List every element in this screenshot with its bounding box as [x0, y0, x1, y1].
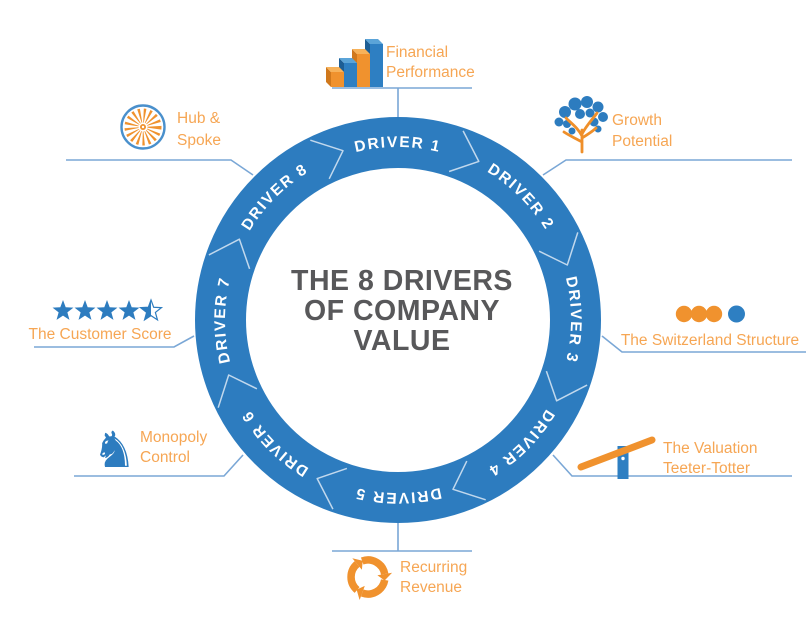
driver-3-leader-line: [601, 335, 806, 353]
separator-chevron: [217, 374, 258, 408]
driver-6-leader-line: [74, 454, 244, 477]
separator-chevron: [448, 130, 480, 173]
driver-1-leader-line: [332, 87, 472, 117]
three-circles-icon: [675, 305, 745, 323]
separator-chevron: [208, 238, 251, 270]
center-title: THE 8 DRIVERS OF COMPANY VALUE: [291, 265, 513, 357]
financial-performance-label: Financial Performance: [386, 44, 475, 81]
recurring-arrows-icon: [347, 556, 393, 600]
separator-chevron: [545, 370, 588, 402]
label-line: Monopoly: [140, 429, 207, 446]
ring-segment-separators: [208, 130, 588, 510]
separator-chevron: [316, 467, 348, 510]
monopoly-control-label: Monopoly Control: [140, 429, 207, 466]
drivers-ring: [195, 117, 601, 523]
driver-3-segment: DRIVER 3: [562, 275, 584, 365]
label-line: Growth: [612, 112, 662, 129]
driver-4-leader-line: [552, 454, 792, 477]
growth-potential-label: Growth Potential: [612, 112, 672, 150]
driver-5-leader-line: [332, 523, 472, 552]
driver-8-leader-line: [66, 159, 254, 176]
driver-5-segment: DRIVER 5: [353, 484, 443, 506]
recurring-revenue-label: Recurring Revenue: [400, 559, 467, 596]
teeter-totter-icon: [577, 436, 656, 479]
title-line-1: THE 8 DRIVERS: [291, 265, 513, 297]
chess-knight-icon: ♞: [92, 421, 137, 479]
label-line: Spoke: [177, 132, 221, 149]
hub-spoke-wheel-icon: [120, 104, 166, 150]
separator-chevron: [452, 460, 486, 501]
hub-spoke-label: Hub & Spoke: [177, 110, 221, 149]
growth-tree-icon: [554, 96, 608, 154]
star-rating-icon: [52, 299, 163, 321]
label-line: Revenue: [400, 579, 462, 596]
driver-7-segment: DRIVER 7: [211, 275, 233, 365]
label-line: Hub &: [177, 110, 221, 127]
label-line: Performance: [386, 64, 475, 81]
driver-7-leader-line: [34, 335, 195, 348]
label-line: Teeter-Totter: [663, 460, 750, 477]
valuation-teeter-totter-label: The Valuation Teeter-Totter: [663, 440, 758, 477]
label-line: Recurring: [400, 559, 467, 576]
title-line-2: OF COMPANY: [304, 295, 500, 327]
leader-lines: [34, 87, 806, 552]
customer-score-label: The Customer Score: [29, 326, 172, 343]
bar-chart-3d-icon: [326, 39, 383, 87]
switzerland-structure-label: The Switzerland Structure: [621, 332, 799, 349]
label-line: The Valuation: [663, 440, 758, 457]
label-line: Financial: [386, 44, 448, 61]
driver-2-leader-line: [542, 159, 792, 176]
title-line-3: VALUE: [354, 325, 451, 357]
label-line: Control: [140, 449, 190, 466]
separator-chevron: [310, 139, 344, 180]
driver-1-segment: DRIVER 1: [353, 133, 443, 155]
label-line: Potential: [612, 133, 672, 150]
separator-chevron: [538, 232, 579, 266]
